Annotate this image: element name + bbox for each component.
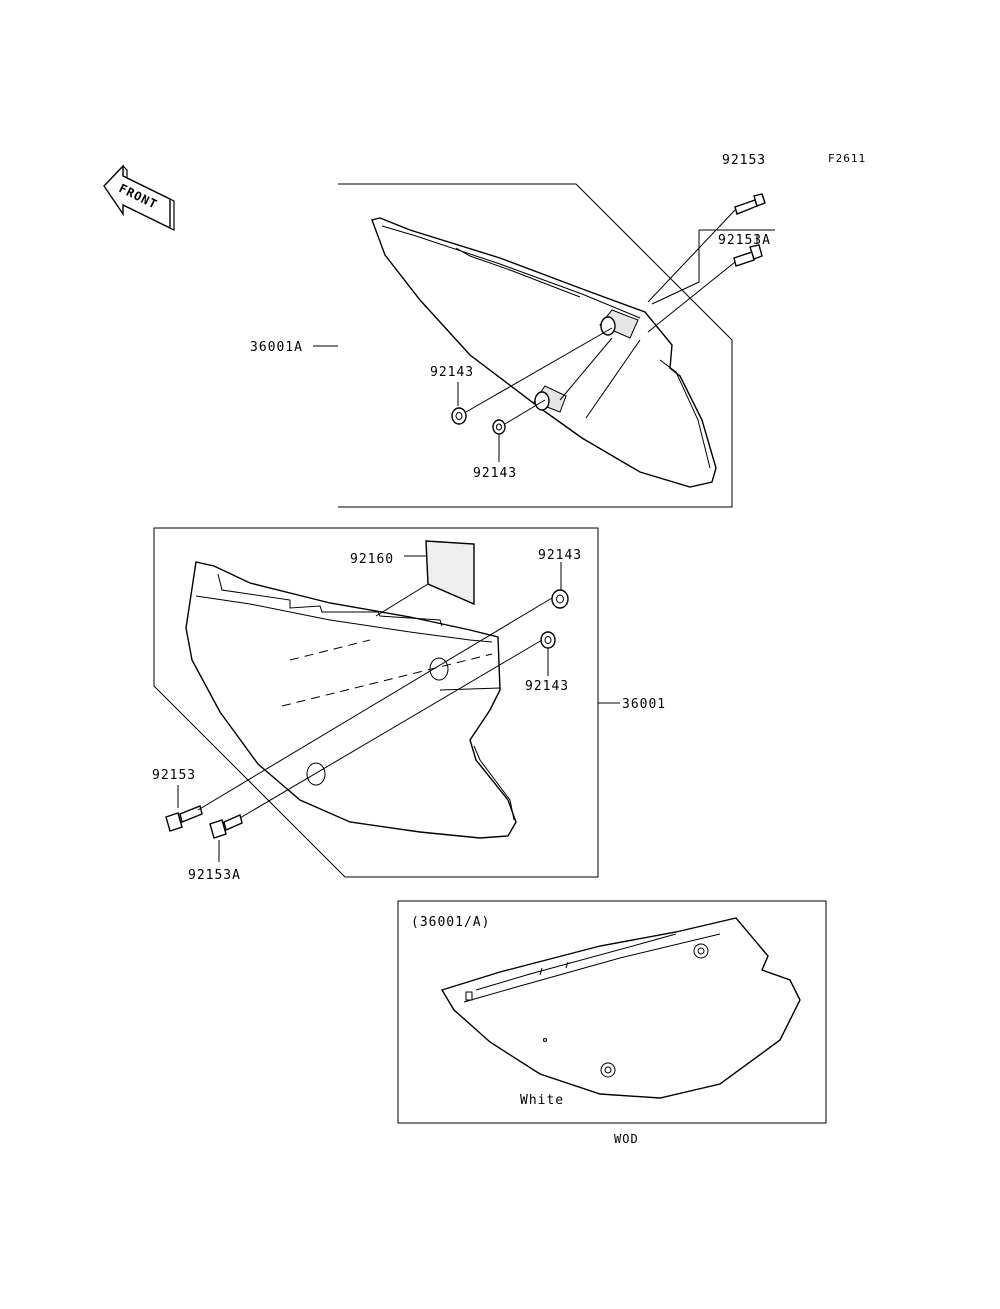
lower-assembly: 92160 92143 92143 36001 92153 92153A <box>152 527 666 883</box>
variant-cover-shape <box>440 917 801 1099</box>
label-92153a-lower: 92153A <box>188 868 241 883</box>
pad-92160 <box>425 540 475 606</box>
washer-92143-upper-left <box>451 407 467 425</box>
upper-assembly: 92153 92153A 36001A 92143 92143 <box>250 153 775 508</box>
bolt-92153a-upper <box>733 244 763 267</box>
label-92143-lower-top: 92143 <box>538 548 582 563</box>
bolt-92153-lower <box>165 805 203 832</box>
label-92143-upper-bottom: 92143 <box>473 466 517 481</box>
label-92153-lower: 92153 <box>152 768 196 783</box>
washer-92143-lower-mid <box>540 631 556 649</box>
label-36001: 36001 <box>622 697 666 712</box>
upper-frame <box>338 183 733 508</box>
variant-heading: (36001/A) <box>411 915 490 930</box>
bolt-92153-upper <box>734 193 766 215</box>
label-92143-upper-left: 92143 <box>430 365 474 380</box>
variant-color-label: White <box>520 1093 564 1108</box>
label-36001a: 36001A <box>250 340 303 355</box>
label-92160: 92160 <box>350 552 394 567</box>
variant-caption: WOD <box>614 1132 639 1146</box>
front-arrow-icon: FRONT <box>103 164 175 231</box>
label-92153a-upper: 92153A <box>718 233 771 248</box>
label-92143-lower-mid: 92143 <box>525 679 569 694</box>
bolt-92153a-lower <box>209 814 243 839</box>
washer-92143-lower-top <box>551 589 569 609</box>
label-92153-upper: 92153 <box>722 153 766 168</box>
side-cover-36001 <box>185 561 517 839</box>
side-cover-36001a <box>371 217 717 488</box>
lower-frame <box>153 527 599 878</box>
variant-frame <box>397 900 827 1124</box>
figure-code: F2611 <box>828 152 866 165</box>
washer-92143-upper-bottom <box>492 419 506 435</box>
variant-box: (36001/A) White WOD <box>397 900 827 1146</box>
